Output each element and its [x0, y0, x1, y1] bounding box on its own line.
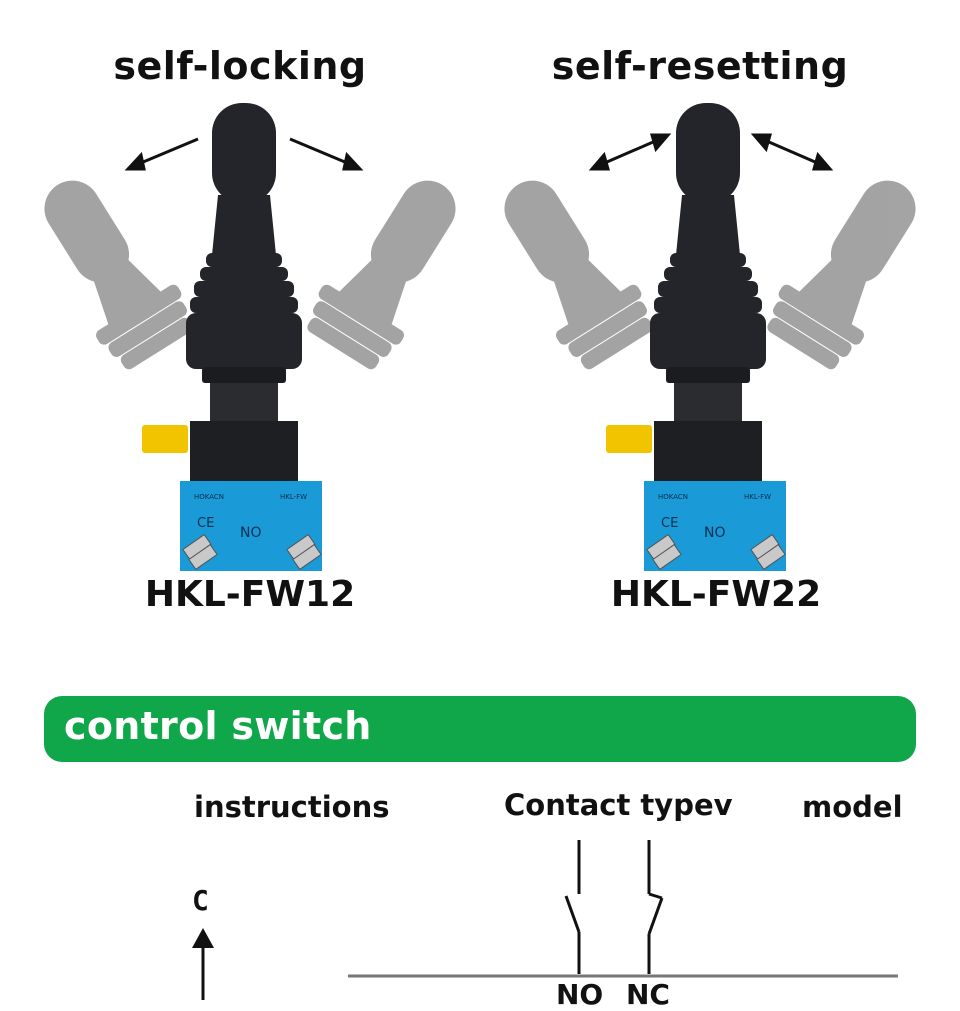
no-contact-symbol — [564, 840, 581, 974]
yellow-tab — [606, 425, 652, 453]
ce-mark: CE — [661, 516, 678, 531]
main-lever — [650, 103, 766, 481]
double-arrow-right-icon — [750, 133, 834, 171]
nc-contact-symbol — [647, 840, 664, 974]
contact-marking: NO — [240, 525, 262, 541]
contact-marking: NO — [704, 525, 726, 541]
series-marking: HKL-FW — [280, 493, 307, 501]
column-header-contact-type: Contact typev — [504, 788, 733, 822]
switch-body: HOKACN HKL-FW CE NO — [180, 481, 322, 571]
ghost-lever-left — [504, 180, 653, 370]
column-header-model: model — [802, 790, 903, 824]
joystick-switch-image-2: HOKACN HKL-FW CE NO — [504, 103, 916, 571]
brand-marking: HOKACN — [194, 493, 224, 501]
arrow-left-icon — [124, 137, 199, 171]
section-header-bar: control switch — [44, 696, 916, 762]
joystick-switch-image-1: HOKACN HKL-FW CE NO — [44, 103, 456, 571]
series-marking: HKL-FW — [744, 493, 771, 501]
terminal-right — [286, 533, 322, 571]
ghost-lever-right — [767, 180, 916, 370]
brand-marking: HOKACN — [658, 493, 688, 501]
contact-symbols-diagram — [348, 840, 898, 978]
product-1-mode-title: self-locking — [113, 44, 367, 88]
up-arrow-icon — [192, 928, 214, 1000]
double-arrow-left-icon — [588, 133, 672, 171]
switch-body: HOKACN HKL-FW CE NO — [644, 481, 786, 571]
arrow-right-icon — [289, 137, 364, 171]
ghost-lever-left — [44, 180, 193, 370]
direction-label: C — [192, 884, 209, 917]
ghost-lever-right — [307, 180, 456, 370]
terminal-left — [182, 533, 218, 571]
terminal-right — [750, 533, 786, 571]
main-lever — [186, 103, 302, 481]
contact-label-no: NO — [556, 978, 604, 1011]
product-1-model-name: HKL-FW12 — [144, 574, 356, 615]
product-2-model-name: HKL-FW22 — [610, 574, 822, 615]
column-header-instructions: instructions — [194, 790, 390, 824]
terminal-left — [646, 533, 682, 571]
product-2-mode-title: self-resetting — [551, 44, 849, 88]
section-title: control switch — [64, 704, 372, 748]
yellow-tab — [142, 425, 188, 453]
ce-mark: CE — [197, 516, 214, 531]
contact-label-nc: NC — [626, 978, 670, 1011]
